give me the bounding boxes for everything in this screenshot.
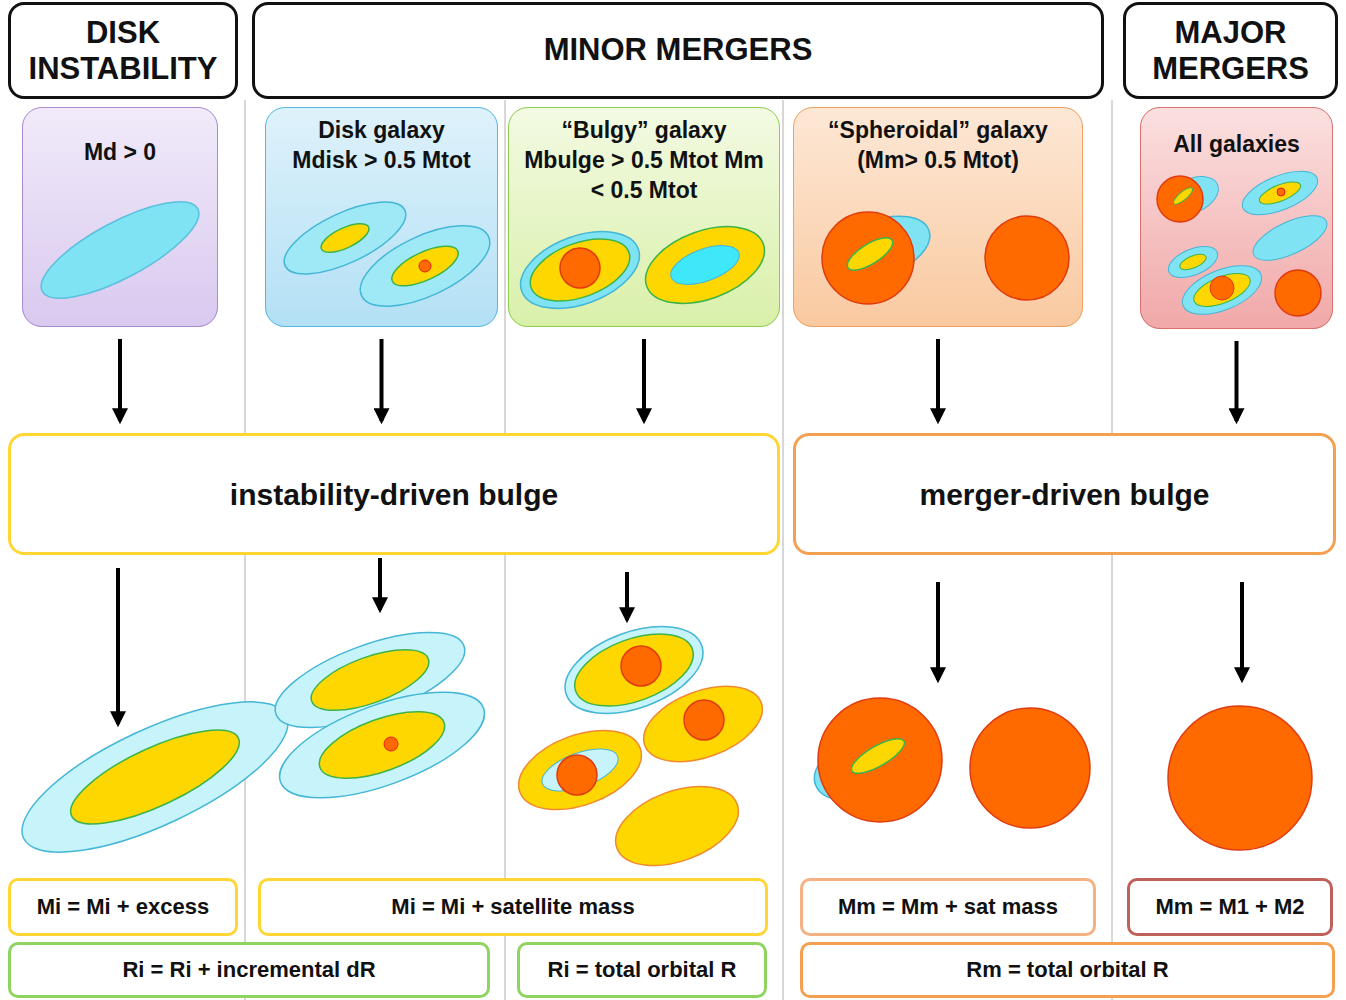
node-title: “Bulgy” galaxy — [562, 116, 727, 146]
mass-formula: Mi = Mi + satellite mass — [258, 878, 768, 936]
galaxy-panel: “Spheroidal” galaxy(Mm> 0.5 Mtot) — [793, 107, 1083, 327]
section-header: MAJOR MERGERS — [1123, 2, 1338, 99]
flow-arrow — [380, 339, 384, 421]
section-header: DISK INSTABILITY — [8, 2, 238, 99]
flow-arrow — [118, 339, 122, 421]
node-body: Mdisk > 0.5 Mtot — [292, 146, 470, 176]
node-body: (Mm> 0.5 Mtot) — [857, 146, 1019, 176]
node-title: Mm = Mm + sat mass — [838, 893, 1058, 922]
bulge-box: merger-driven bulge — [793, 433, 1336, 555]
node-title: Md > 0 — [84, 138, 156, 168]
radius-formula: Ri = Ri + incremental dR — [8, 942, 490, 998]
mass-formula: Mm = M1 + M2 — [1127, 878, 1333, 936]
galaxy-panel: All galaxies — [1140, 107, 1333, 329]
flow-arrow — [1235, 341, 1239, 421]
node-body: Mbulge > 0.5 Mtot Mm < 0.5 Mtot — [524, 146, 764, 206]
node-title: “Spheroidal” galaxy — [828, 116, 1048, 146]
galaxy-illustration — [3, 162, 1333, 882]
galaxy-panel: Disk galaxyMdisk > 0.5 Mtot — [265, 107, 498, 327]
mass-formula: Mi = Mi + excess — [8, 878, 238, 936]
node-title: merger-driven bulge — [919, 475, 1209, 514]
node-title: All galaxies — [1173, 130, 1300, 160]
node-title: MAJOR MERGERS — [1132, 15, 1329, 86]
section-header: MINOR MERGERS — [252, 2, 1104, 99]
outcome-arrow — [118, 558, 1242, 724]
node-title: Mi = Mi + satellite mass — [391, 893, 634, 922]
node-title: Rm = total orbital R — [966, 956, 1168, 985]
galaxy-panel: “Bulgy” galaxyMbulge > 0.5 Mtot Mm < 0.5… — [508, 107, 780, 327]
flow-arrow — [936, 339, 940, 421]
mass-formula: Mm = Mm + sat mass — [800, 878, 1096, 936]
node-title: Ri = Ri + incremental dR — [122, 956, 375, 985]
galaxy-panel: Md > 0 — [22, 107, 218, 327]
flow-arrow — [642, 339, 646, 421]
bulge-box: instability-driven bulge — [8, 433, 780, 555]
node-title: instability-driven bulge — [230, 475, 558, 514]
node-title: Mm = M1 + M2 — [1155, 893, 1304, 922]
node-title: DISK INSTABILITY — [17, 15, 229, 86]
radius-formula: Ri = total orbital R — [517, 942, 767, 998]
node-title: Disk galaxy — [318, 116, 445, 146]
radius-formula: Rm = total orbital R — [800, 942, 1335, 998]
node-title: Mi = Mi + excess — [37, 893, 209, 922]
node-title: MINOR MERGERS — [544, 30, 813, 70]
node-title: Ri = total orbital R — [548, 956, 737, 985]
